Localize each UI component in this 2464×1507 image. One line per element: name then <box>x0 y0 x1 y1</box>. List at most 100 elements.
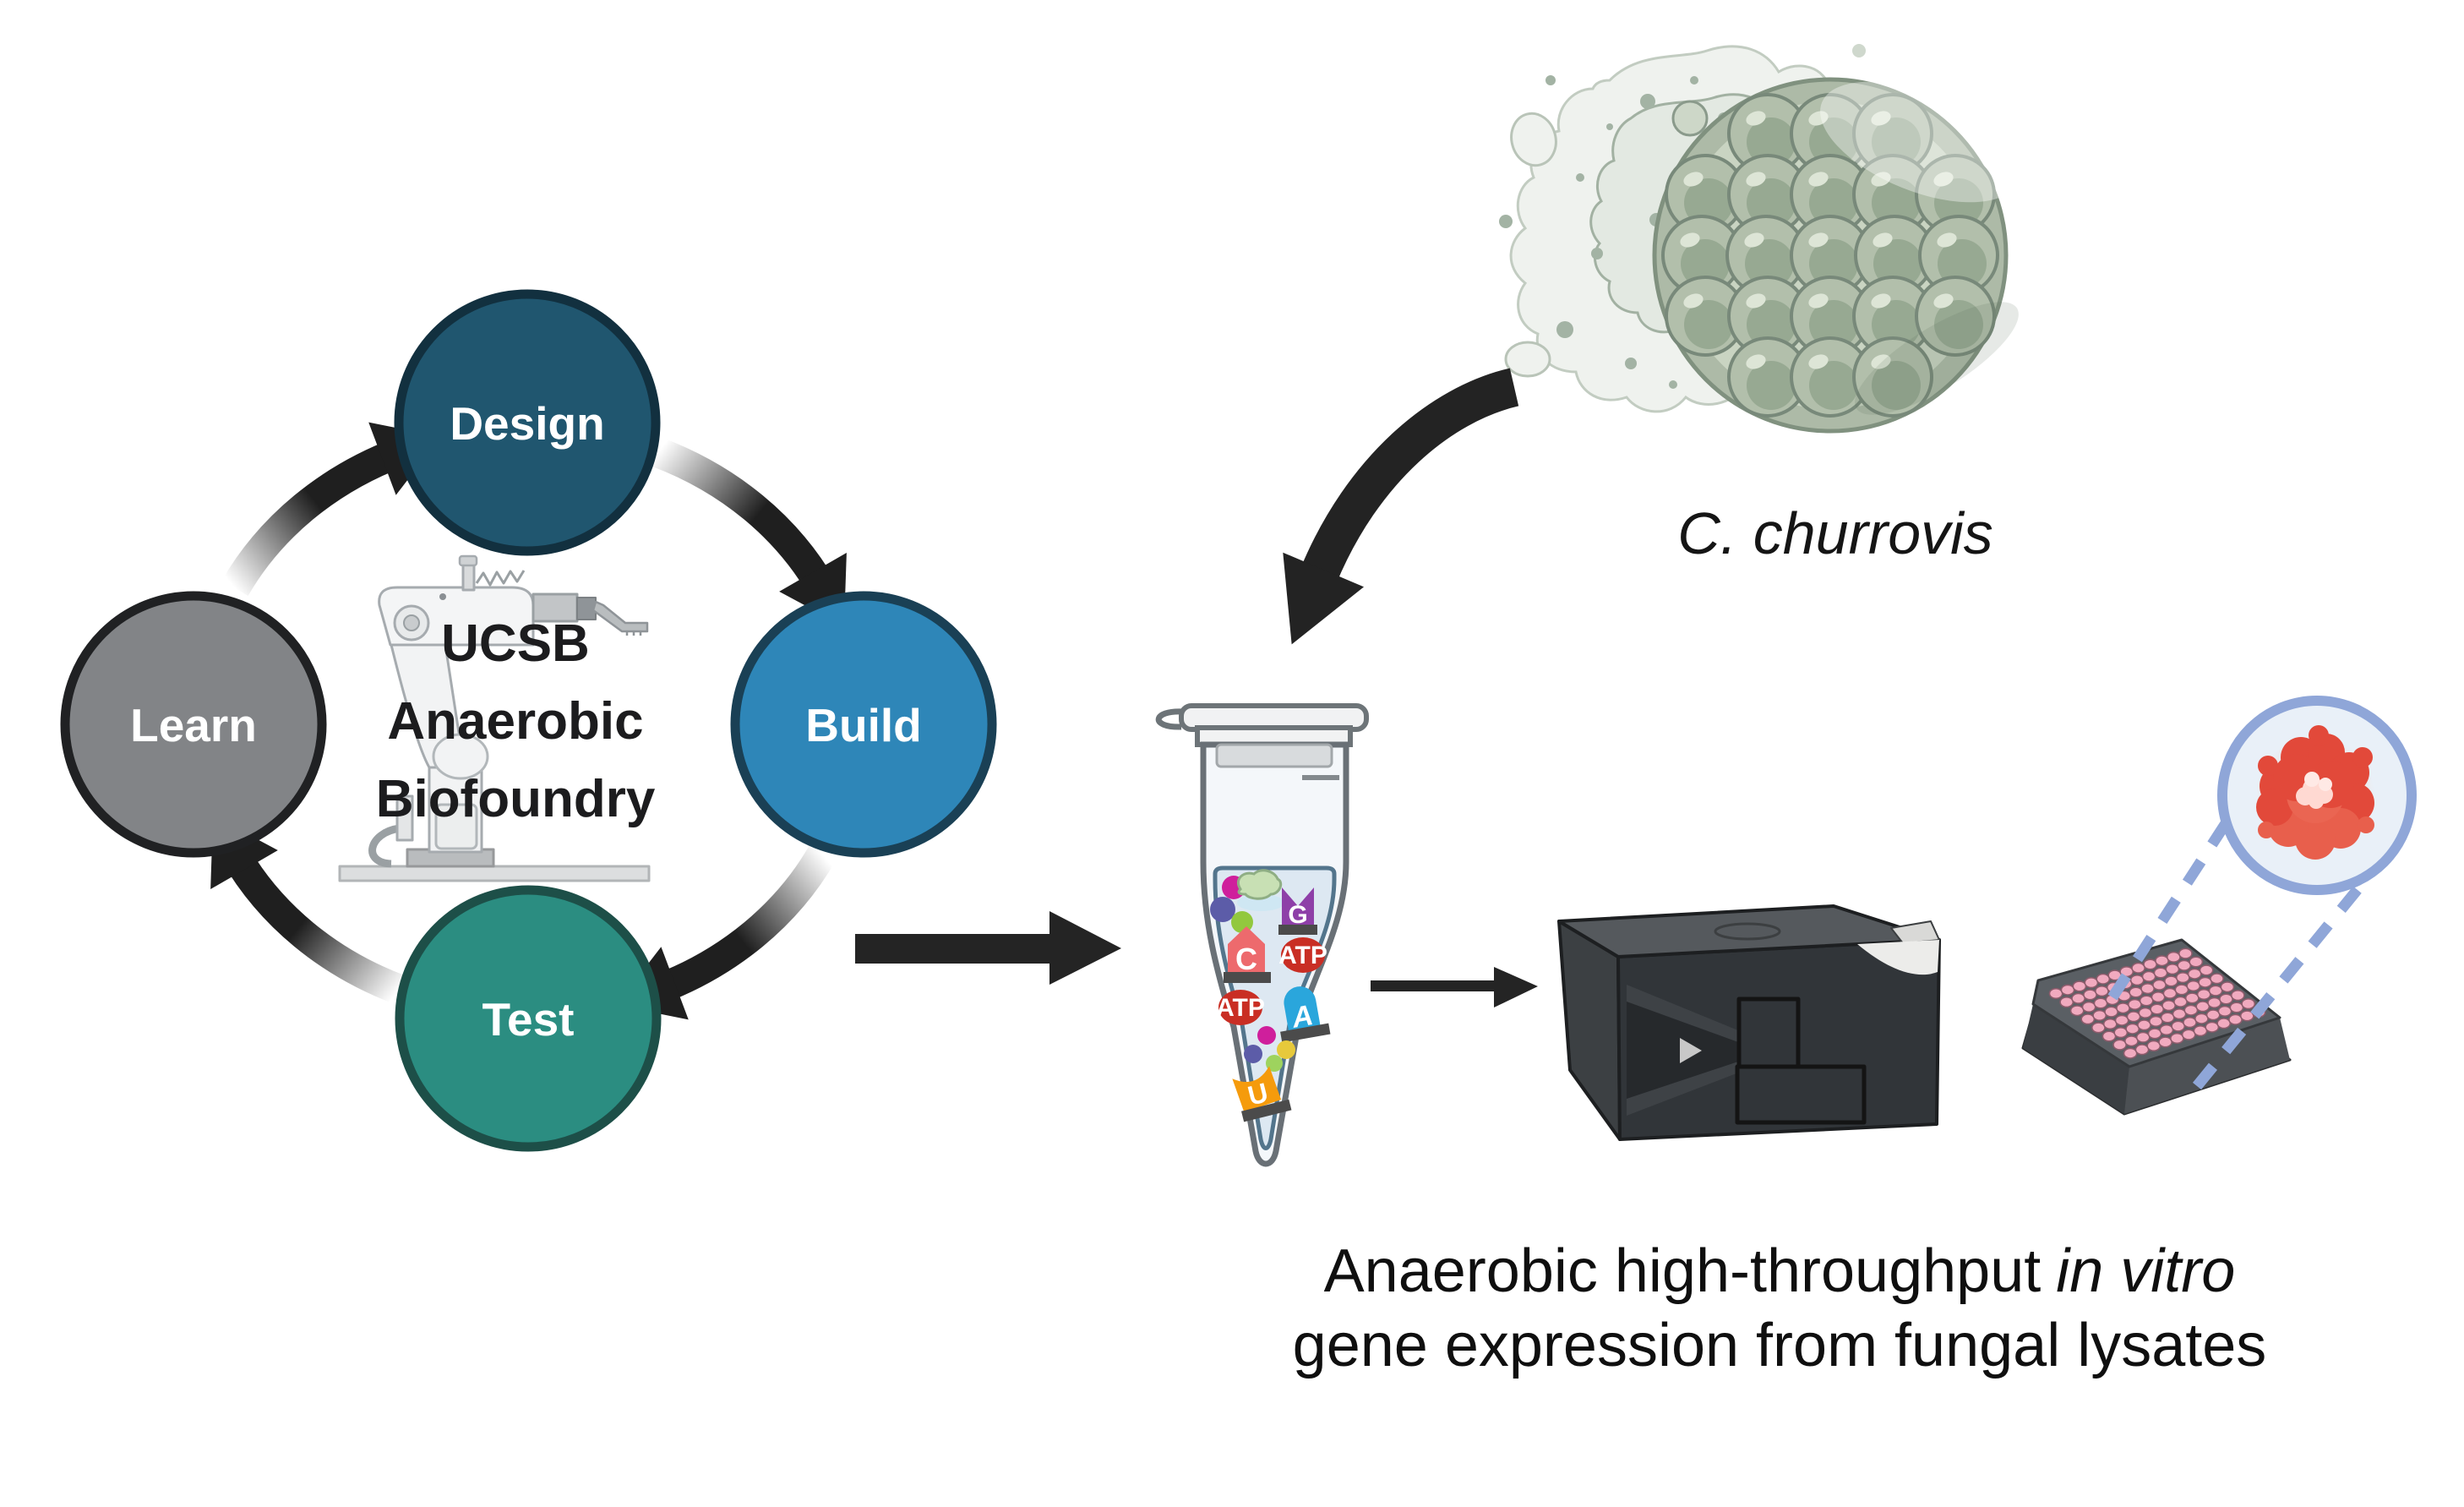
plate-well <box>2114 1014 2129 1026</box>
plate-well <box>2187 968 2202 980</box>
plate-well <box>2155 955 2169 967</box>
plate-well <box>2152 979 2167 991</box>
robot-base-block <box>395 794 414 842</box>
plate-well <box>2160 1012 2175 1024</box>
plate-well <box>2153 967 2168 979</box>
lysate-blob <box>1236 869 1283 900</box>
build-label: Build <box>805 699 921 751</box>
nucleotide-c-label: C <box>1235 942 1257 976</box>
spore <box>1915 276 1996 357</box>
arrow-learn-to-design <box>221 438 406 597</box>
plate-well <box>2134 1044 2150 1056</box>
sporangium-bud <box>1671 100 1709 137</box>
tube-cap-plug <box>1215 743 1333 768</box>
plate-left-skirt <box>2023 1004 2129 1114</box>
reaction-tube: G C ATP ATP A <box>1155 703 1369 1167</box>
robot-table <box>338 865 651 882</box>
plate-well <box>2174 984 2189 996</box>
robot-base-panel <box>434 803 478 850</box>
nucleotide-base-bar <box>1241 1099 1292 1122</box>
plate-well <box>2147 1028 2162 1040</box>
plate-well <box>2198 976 2213 988</box>
stage-learn: Learn <box>60 591 327 858</box>
plate-well <box>2071 992 2085 1004</box>
plate-well <box>2140 982 2155 995</box>
test-label: Test <box>482 993 574 1046</box>
arrow-tube-to-instrument <box>1371 967 1538 1007</box>
dashed-line <box>2107 812 2236 1001</box>
protein-magnifier <box>2217 696 2417 895</box>
plate-well <box>2083 989 2097 1001</box>
caption-line1-normal: Anaerobic high-throughput <box>1324 1237 2042 1305</box>
stage-test: Test <box>395 885 662 1152</box>
plate-well <box>2194 1013 2209 1024</box>
plate-well <box>2178 947 2193 959</box>
plate-well <box>2148 1015 2163 1027</box>
plate-well <box>2205 1009 2221 1021</box>
spore <box>1727 336 1808 418</box>
plate-well <box>2199 964 2214 976</box>
plate-well <box>2129 974 2145 986</box>
nucleotide-base-bar <box>1224 972 1271 983</box>
microwell-plate <box>2021 938 2292 1116</box>
plate-wells <box>2048 947 2266 1059</box>
plate-well <box>2101 1030 2117 1042</box>
plate-well <box>2183 1016 2197 1029</box>
nucleotide-g-label: G <box>1288 901 1307 929</box>
plate-well <box>2184 992 2200 1004</box>
plate-well <box>2059 996 2074 1008</box>
plate-well <box>2151 991 2166 1003</box>
lysate-shadow <box>1237 894 1284 911</box>
magnifier-connectors <box>2107 812 2371 1090</box>
arrow-organism-to-tube <box>1283 368 1519 645</box>
plate-well <box>2173 996 2188 1007</box>
plate-well <box>2143 958 2157 970</box>
spore <box>1790 215 1871 296</box>
instrument-door-wide <box>1735 1064 1867 1125</box>
plate-well <box>2183 1004 2199 1016</box>
plate-well <box>2146 1040 2161 1051</box>
center-title-line3: Biofoundry <box>376 770 656 828</box>
plate-well <box>2116 1002 2130 1014</box>
nucleotide-base-bar <box>1280 1023 1331 1043</box>
robot-screw <box>439 593 446 600</box>
plate-well <box>2193 1024 2208 1037</box>
plate-well <box>2123 1035 2139 1047</box>
metabolite-dot <box>1257 1026 1276 1045</box>
metabolite-dot <box>1277 1040 1295 1059</box>
plate-well <box>2195 1001 2211 1013</box>
robot-cable <box>368 824 401 868</box>
plate-well <box>2208 985 2223 996</box>
plate-well <box>2220 981 2235 993</box>
plate-well <box>2131 962 2145 974</box>
robot-elbow <box>432 733 489 780</box>
plate-well <box>2069 1005 2085 1017</box>
center-title: UCSB Anaerobic Biofoundry <box>376 614 656 828</box>
atp-molecule <box>1281 937 1325 973</box>
plate-well <box>2159 1024 2174 1036</box>
plate-well <box>2127 998 2142 1010</box>
nucleotide-u-group: U <box>1232 1066 1292 1122</box>
plate-well <box>2241 997 2256 1010</box>
dbtl-cycle: UCSB Anaerobic Biofoundry Design Build T… <box>60 289 997 1152</box>
plate-well <box>2093 997 2108 1009</box>
plate-well <box>2162 987 2178 999</box>
sporangium-shade <box>1855 302 2019 415</box>
spore <box>1852 336 1933 418</box>
plate-well <box>2165 963 2180 975</box>
arrow-test-to-learn <box>221 845 406 1004</box>
play-triangle-icon <box>1680 1038 1702 1063</box>
plate-well <box>2126 1011 2141 1023</box>
stage-build: Build <box>730 591 997 858</box>
protein-blob <box>2256 725 2374 860</box>
robot-joint-inner <box>403 614 420 631</box>
plate-well <box>2081 1001 2096 1013</box>
plate-well <box>2172 1007 2187 1020</box>
arrow-cycle-to-tube <box>855 911 1121 985</box>
center-title-line1: UCSB <box>441 614 590 673</box>
metabolite-dot <box>1210 897 1235 922</box>
plate-well <box>2112 1039 2127 1051</box>
